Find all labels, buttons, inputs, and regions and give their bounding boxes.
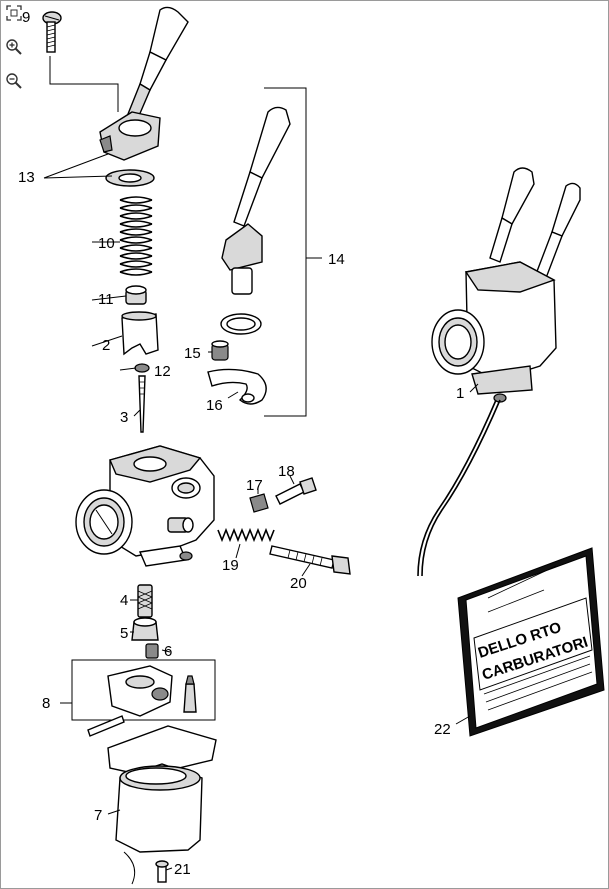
part-14-choke-assembly: [220, 106, 291, 335]
part-10-spring: [119, 196, 153, 276]
part-3-needle: [138, 375, 146, 433]
part-number-labels: 9 13 10 11 2 12 3 4 5 6 8 7 21 14 15 16 …: [18, 9, 464, 878]
label-19: 19: [222, 557, 239, 574]
part-18-screw: [275, 477, 317, 505]
label-11: 11: [98, 291, 114, 308]
label-2: 2: [102, 337, 110, 354]
fit-to-window-icon[interactable]: [5, 4, 23, 22]
part-4-needle-jet: [137, 584, 153, 618]
label-20: 20: [290, 575, 307, 592]
label-6: 6: [164, 643, 172, 660]
part-22-manual: [457, 547, 605, 737]
part-11-spring-seat: [125, 285, 147, 305]
part-17-idle-jet: [249, 493, 269, 513]
label-8: 8: [42, 695, 50, 712]
part-13-throttle-cover-assembly: [99, 6, 189, 187]
leader-lines: [43, 153, 479, 871]
zoom-in-icon[interactable]: [5, 38, 23, 56]
label-4: 4: [120, 592, 128, 609]
label-3: 3: [120, 409, 128, 426]
carburetor-body: [75, 445, 215, 567]
label-17: 17: [246, 477, 263, 494]
part-16-choke-lever: [207, 368, 267, 405]
part-8-float-group: [71, 659, 216, 737]
label-22: 22: [434, 721, 451, 738]
label-5: 5: [120, 625, 128, 642]
label-13: 13: [18, 169, 35, 186]
part-12-clip: [134, 363, 150, 373]
part-6-main-jet: [145, 643, 159, 659]
zoom-out-icon[interactable]: [5, 72, 23, 90]
part-7-float-bowl: [107, 725, 217, 885]
label-15: 15: [184, 345, 201, 362]
part-15-choke-plunger-nut: [211, 340, 229, 361]
part-1-complete-carburetor: [417, 167, 581, 577]
part-21-drain-screw: [155, 860, 169, 883]
label-21: 21: [174, 861, 191, 878]
label-12: 12: [154, 363, 171, 380]
label-16: 16: [206, 397, 223, 414]
part-19-spring: [217, 527, 275, 543]
label-1: 1: [456, 385, 464, 402]
leader-14: [264, 87, 322, 417]
label-9: 9: [22, 9, 30, 26]
part-9-screw: [42, 11, 62, 53]
label-14: 14: [328, 251, 345, 268]
part-2-throttle-slide: [121, 311, 159, 356]
label-10: 10: [98, 235, 115, 252]
leader-9: [49, 56, 119, 112]
label-18: 18: [278, 463, 295, 480]
part-20-idle-screw: [269, 545, 351, 575]
part-5-jet-holder: [131, 617, 159, 641]
label-7: 7: [94, 807, 102, 824]
